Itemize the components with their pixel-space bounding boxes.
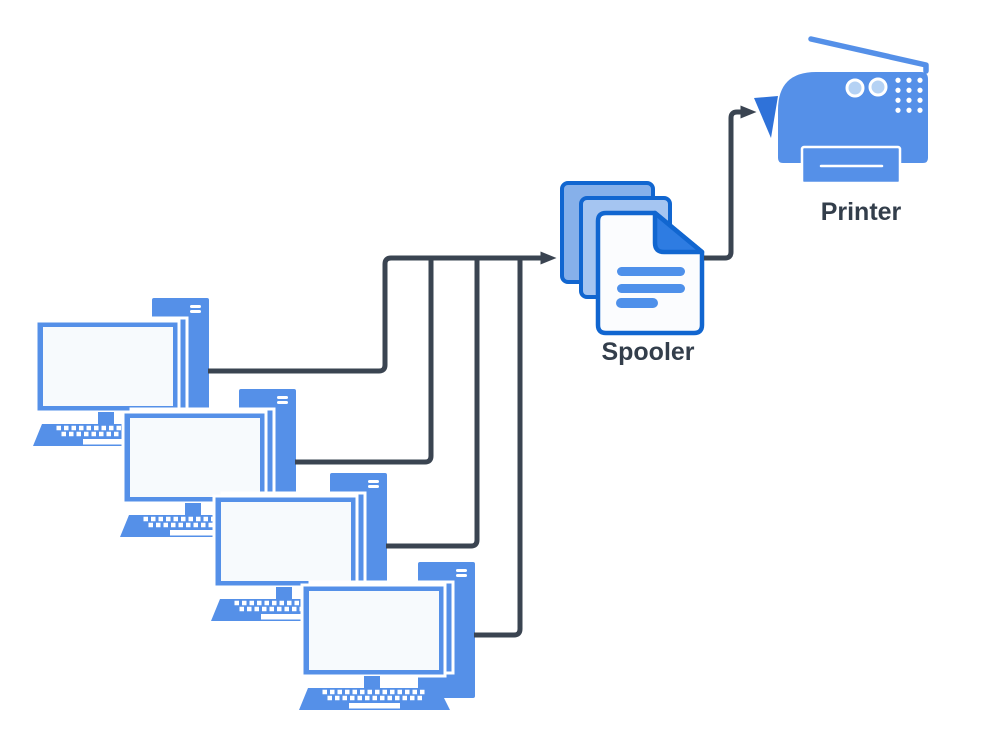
- connector-spooler-to-printer: [704, 105, 757, 261]
- printer-label: Printer: [820, 198, 902, 226]
- connector-computer-4-join: [474, 258, 523, 638]
- connector-computer-2-join: [295, 258, 434, 465]
- connector-layer: [208, 105, 757, 638]
- connector-computer-1-to-spooler: [208, 251, 557, 374]
- spooler-node: [562, 183, 702, 333]
- printer-node: [754, 39, 928, 183]
- computer-4: [299, 562, 475, 710]
- spooler-label: Spooler: [601, 338, 695, 366]
- connector-computer-3-join: [386, 258, 480, 549]
- nodes-layer: [33, 39, 928, 710]
